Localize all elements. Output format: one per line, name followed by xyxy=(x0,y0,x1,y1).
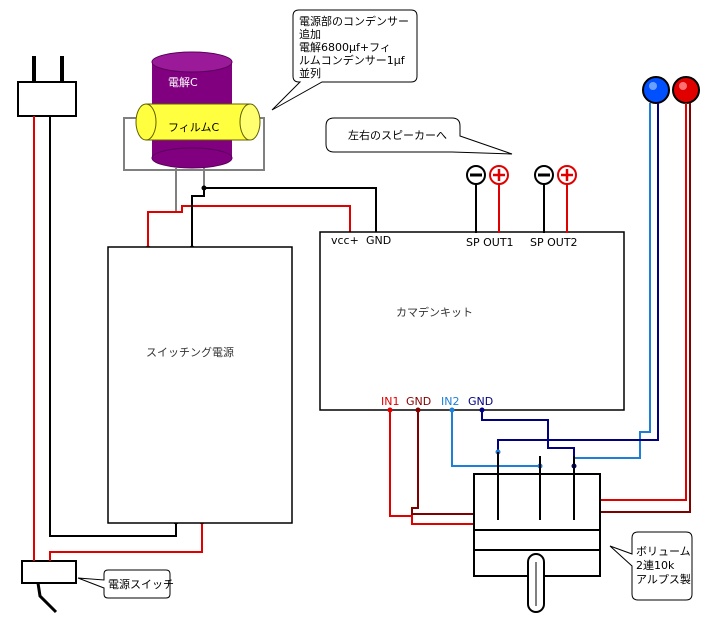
power-switch-callout-text: 電源スイッチ xyxy=(108,577,174,591)
mains-black-wire xyxy=(49,116,177,537)
electrolytic-label: 電解C xyxy=(168,75,198,89)
volume-callout-line-1: ボリューム xyxy=(636,545,691,558)
svg-text:電解6800μf+フィ: 電解6800μf+フィ xyxy=(299,40,391,54)
speaker-callout: 左右のスピーカーへ xyxy=(325,117,513,155)
volume-callout-line-3: アルプス製 xyxy=(636,572,691,586)
sp1-plus-icon xyxy=(489,165,509,185)
film-label: フィルムC xyxy=(168,121,220,134)
capacitor-callout-line-1: 電源部のコンデンサー xyxy=(299,14,409,28)
rca-red-icon xyxy=(672,76,700,104)
sp2-minus-icon xyxy=(534,165,554,185)
rca-inputs xyxy=(642,76,700,104)
svg-text:ルムコンデンサー1μf: ルムコンデンサー1μf xyxy=(299,53,406,67)
amp-kit: カマデンキット vcc+ GND SP OUT1 SP OUT2 IN1 GND… xyxy=(319,231,625,411)
capacitor-callout-line: 電源部のコンデンサー xyxy=(299,14,409,28)
capacitor-bundle: 電解C フィルムC xyxy=(123,51,265,212)
capacitor-callout-line-5: 並列 xyxy=(299,66,321,80)
power-switch-callout: 電源スイッチ xyxy=(77,569,174,599)
psu-box xyxy=(107,246,293,524)
capacitor-callout-line-2: 追加 xyxy=(299,27,321,41)
pin-gnd-top: GND xyxy=(366,234,391,247)
gnd-black-wire xyxy=(191,187,377,248)
sp2-plus-icon xyxy=(557,165,577,185)
pin-sp-out2: SP OUT2 xyxy=(530,236,578,249)
pin-in2: IN2 xyxy=(441,395,459,408)
pin-gnd-2: GND xyxy=(468,395,493,408)
rca-blue-icon xyxy=(642,76,670,104)
switch-red-wire xyxy=(49,522,203,561)
svg-text:追加: 追加 xyxy=(299,27,321,41)
volume-callout: ボリューム 2連10k アルプス製 xyxy=(609,531,693,601)
psu-label: スイッチング電源 xyxy=(146,345,234,359)
pin-vcc: vcc+ xyxy=(331,234,359,247)
sp1-minus-icon xyxy=(466,165,486,185)
pin-gnd-1: GND xyxy=(406,395,431,408)
capacitor-callout: 電源部のコンデンサー 追加 電解6800μf+フィ ルムコンデンサー1μf 並列 xyxy=(271,9,418,111)
pin-in1: IN1 xyxy=(381,395,399,408)
speaker-terminals xyxy=(466,165,577,233)
capacitor-callout-line-4: ルムコンデンサー1μf xyxy=(299,53,406,67)
pin-sp-out1: SP OUT1 xyxy=(466,236,514,249)
volume-potentiometer xyxy=(473,452,601,613)
power-switch xyxy=(21,560,77,614)
capacitor-callout-line-3: 電解6800μf+フィ xyxy=(299,40,391,54)
power-switch-body xyxy=(21,560,77,584)
vcc-red-wire xyxy=(147,205,351,248)
power-plug xyxy=(17,56,77,117)
plug-body xyxy=(17,81,77,117)
amp-kit-box xyxy=(319,231,625,411)
power-switch-cord xyxy=(36,582,58,614)
amp-kit-label: カマデンキット xyxy=(396,305,473,319)
switching-power-supply: スイッチング電源 xyxy=(107,246,293,524)
svg-text:並列: 並列 xyxy=(299,66,321,80)
speaker-callout-text: 左右のスピーカーへ xyxy=(348,128,447,142)
volume-callout-line-2: 2連10k xyxy=(636,558,675,572)
film-capacitor xyxy=(145,103,251,141)
